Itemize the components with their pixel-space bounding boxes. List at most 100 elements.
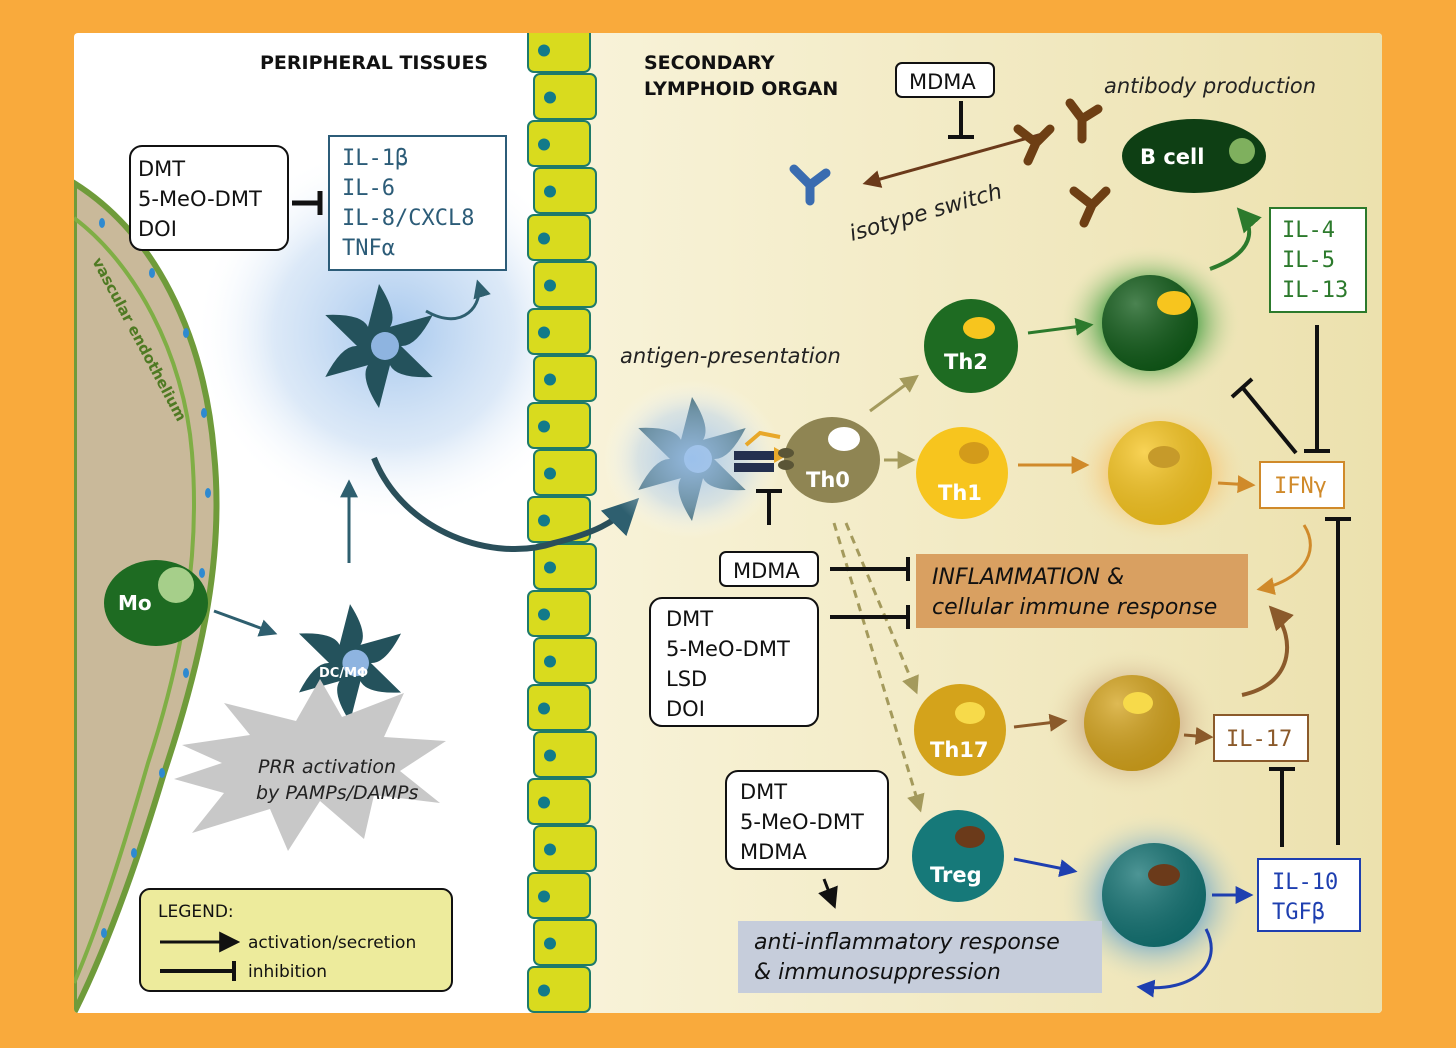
epithelium-wall [527, 33, 597, 1013]
th1-cell [916, 427, 1008, 519]
anti-inflammatory-line-2: & immunosuppression [754, 960, 1001, 985]
drug-box-top-left [129, 145, 289, 251]
il17-label: IL-17 [1226, 727, 1292, 752]
drug-top-left-0: DMT [138, 157, 185, 181]
arrow-th17-il17 [1183, 726, 1214, 745]
il10-label-0: IL-10 [1272, 870, 1338, 895]
legend-title: LEGEND: [158, 902, 234, 922]
epithelial-nucleus [544, 561, 556, 574]
il17-box [1213, 714, 1309, 762]
epithelial-cell [533, 449, 597, 496]
isotype-arrow [862, 131, 1047, 188]
immune-diagram: vascular endothelium PERIPHERAL TISSUES … [74, 33, 1382, 1013]
epithelial-cell [527, 214, 591, 261]
arrow-drugs-anti [818, 878, 838, 909]
tcr-mhc [734, 430, 794, 472]
epithelial-cell [533, 543, 597, 590]
mdma-box-top [895, 62, 995, 98]
drug-box-middle [649, 597, 819, 727]
epithelial-cell [533, 637, 597, 684]
drug-top-left-1: 5-MeO-DMT [138, 187, 262, 211]
mdma-top: MDMA [909, 70, 976, 94]
apc-glow [602, 379, 782, 539]
arrow-th17-effector [1013, 713, 1068, 732]
drug-middle-1: 5-MeO-DMT [666, 637, 790, 661]
drug-box-bottom [725, 770, 889, 870]
peripheral-header: PERIPHERAL TISSUES [260, 52, 488, 74]
dashed-th0-th17-a [844, 522, 919, 695]
inflammation-line-2: cellular immune response [932, 595, 1217, 620]
ifng-label: IFNγ [1274, 474, 1327, 499]
legend-activation: activation/secretion [248, 933, 416, 953]
drug-middle-0: DMT [666, 607, 713, 631]
epithelial-nucleus [538, 44, 550, 57]
il-th2-1: IL-5 [1282, 248, 1335, 273]
epithelial-cell [533, 167, 597, 214]
arrow-th0-th2 [869, 374, 919, 413]
diagram-panel: vascular endothelium PERIPHERAL TISSUES … [74, 33, 1382, 1013]
treg-label: Treg [930, 863, 982, 887]
cytokine-top-0: IL-1β [342, 146, 408, 171]
epithelial-nucleus [538, 702, 550, 715]
anti-inflammatory-box [738, 921, 1102, 993]
mdma-box-middle [719, 551, 819, 587]
epithelial-cell [527, 120, 591, 167]
prr-burst [174, 679, 446, 851]
cytokine-top-2: IL-8/CXCL8 [342, 206, 474, 231]
drug-top-left-2: DOI [138, 217, 177, 241]
epithelial-nucleus [538, 326, 550, 339]
epithelial-nucleus [544, 467, 556, 480]
mo-label: Mo [118, 591, 152, 615]
epithelial-nucleus [538, 420, 550, 433]
epithelial-nucleus [538, 984, 550, 997]
epithelial-nucleus [544, 185, 556, 198]
cytokine-top-3: TNFα [342, 236, 395, 261]
arrow-th2-bcell [1209, 207, 1262, 271]
cytokine-top-1: IL-6 [342, 176, 395, 201]
secondary-header-1: SECONDARY [644, 52, 775, 74]
il10-label-1: TGFβ [1272, 900, 1325, 925]
il-th2-box [1269, 207, 1367, 313]
dendritic-cell-nucleus [371, 332, 399, 360]
epithelial-nucleus [544, 749, 556, 762]
secondary-header-2: LYMPHOID ORGAN [644, 78, 838, 100]
ifng-to-inflammation [1256, 524, 1312, 595]
secretion-curve [425, 279, 491, 321]
epithelial-cell [527, 684, 591, 731]
inflammation-line-1: INFLAMMATION & [932, 565, 1124, 590]
monocyte-nucleus [158, 567, 194, 603]
arrow-th2-effector [1027, 317, 1094, 336]
il-th2-0: IL-4 [1282, 218, 1335, 243]
antibody-blue-icon [789, 164, 831, 206]
prr-line-1: PRR activation [258, 756, 396, 778]
dc-label: DC/MΦ [319, 666, 368, 681]
epithelial-cell [533, 919, 597, 966]
th17-label: Th17 [930, 738, 989, 762]
legend-inhibition: inhibition [248, 962, 327, 982]
epithelial-nucleus [544, 655, 556, 668]
prr-line-2: by PAMPs/DAMPs [256, 782, 418, 804]
epithelial-nucleus [538, 514, 550, 527]
epithelial-cell [527, 872, 591, 919]
dendritic-cell-lower [298, 604, 402, 722]
migration-arrow [371, 456, 640, 553]
il10-box [1257, 858, 1361, 932]
epithelial-nucleus [544, 843, 556, 856]
treg-cell [912, 810, 1004, 902]
epithelial-nucleus [538, 608, 550, 621]
arrow-treg-effector [1013, 857, 1078, 878]
b-cell-label: B cell [1140, 145, 1204, 169]
th17-cell [914, 684, 1006, 776]
arrow-th1-ifng [1217, 475, 1256, 494]
arrow-mo-dc [213, 609, 278, 637]
antigen-presentation: antigen-presentation [620, 344, 841, 368]
th1-label: Th1 [938, 481, 982, 505]
epithelial-cell [527, 33, 591, 73]
antibody-production: antibody production [1104, 74, 1316, 98]
cytokine-box-top [328, 135, 507, 271]
th0-label: Th0 [806, 468, 850, 492]
mdma-middle: MDMA [733, 559, 800, 583]
epithelial-nucleus [538, 796, 550, 809]
dendritic-cell-peripheral [325, 284, 433, 408]
epithelial-cell [533, 355, 597, 402]
